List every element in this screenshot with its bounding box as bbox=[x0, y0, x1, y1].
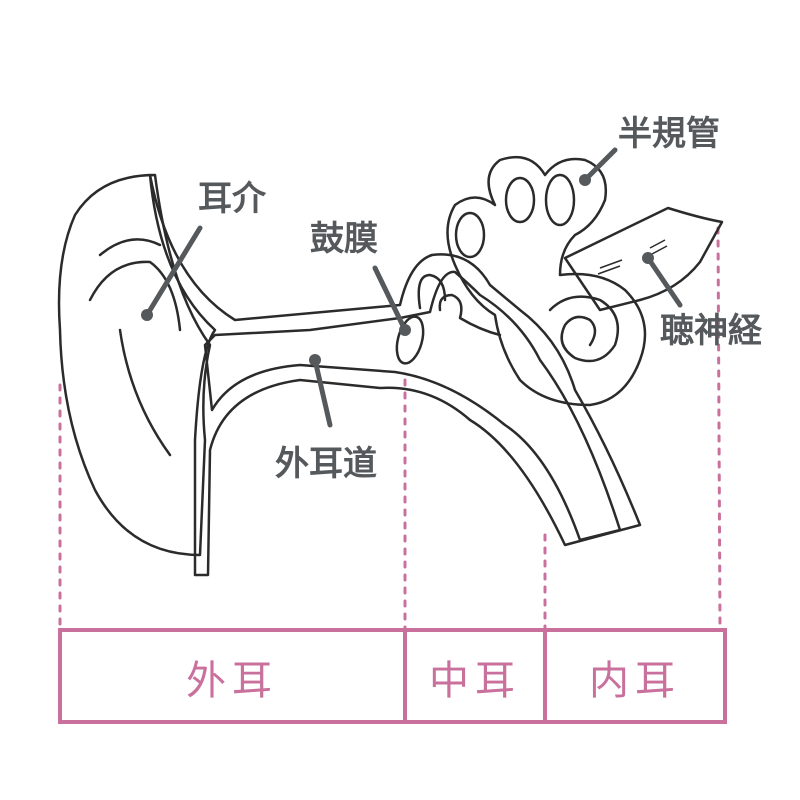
semicircular-canal-loop bbox=[504, 176, 536, 224]
cochlea-spiral bbox=[548, 295, 620, 363]
nerve-fibers bbox=[597, 239, 668, 275]
label-auditory-nerve: 聴神経 bbox=[660, 311, 763, 351]
section-table: 外耳 中耳 内耳 bbox=[58, 628, 727, 724]
section-outer-ear: 外耳 bbox=[186, 658, 278, 704]
pinna-fold bbox=[98, 238, 162, 257]
eardrum bbox=[395, 315, 425, 365]
semicircular-canal-loop bbox=[544, 173, 576, 227]
pinna bbox=[57, 173, 212, 557]
ossicle bbox=[438, 293, 502, 337]
pointer-lines bbox=[141, 147, 683, 428]
label-pinna: 耳介 bbox=[198, 179, 267, 219]
ossicle bbox=[417, 273, 447, 310]
auditory-nerve bbox=[563, 206, 724, 312]
divider-inner-right bbox=[716, 226, 722, 630]
inner-ear bbox=[446, 155, 647, 407]
ear-canal bbox=[203, 270, 622, 542]
label-eardrum: 鼓膜 bbox=[310, 219, 378, 259]
pinna-fold bbox=[88, 260, 182, 332]
semicircular-canal-loop bbox=[454, 211, 486, 259]
label-semicircular-canals: 半規管 bbox=[618, 114, 720, 154]
section-inner-ear: 内耳 bbox=[589, 658, 681, 704]
pinna-fold bbox=[118, 328, 172, 457]
canal-skin bbox=[148, 173, 642, 577]
section-middle-ear: 中耳 bbox=[429, 658, 521, 704]
label-ear-canal: 外耳道 bbox=[275, 444, 377, 484]
section-dividers bbox=[58, 226, 722, 630]
